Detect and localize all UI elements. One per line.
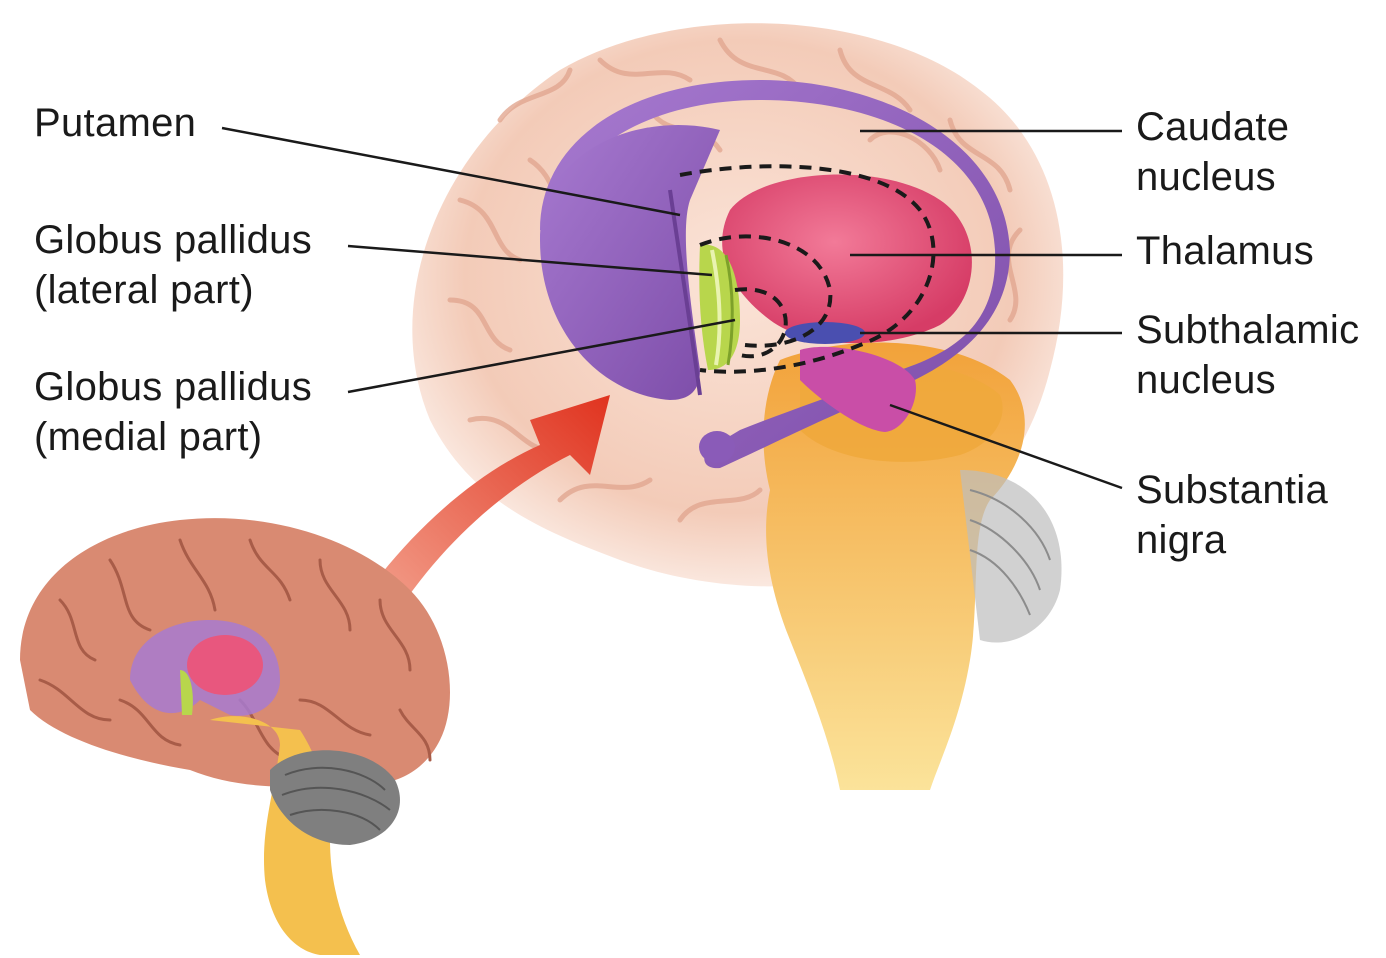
- label-caudate-nucleus: Caudate nucleus: [1136, 102, 1289, 202]
- label-caudate-line2: nucleus: [1136, 152, 1289, 202]
- label-substantia-line1: Substantia: [1136, 465, 1328, 515]
- label-substantia-line2: nigra: [1136, 515, 1328, 565]
- small-brain: [20, 518, 450, 955]
- label-globus-pallidus-lateral: Globus pallidus (lateral part): [34, 215, 312, 315]
- label-globus-lateral-line2: (lateral part): [34, 265, 312, 315]
- subthalamic-shape: [785, 322, 865, 344]
- label-subthalamic-nucleus: Subthalamic nucleus: [1136, 305, 1359, 405]
- label-globus-pallidus-medial: Globus pallidus (medial part): [34, 362, 312, 462]
- label-globus-medial-line2: (medial part): [34, 412, 312, 462]
- label-subthalamic-line2: nucleus: [1136, 355, 1359, 405]
- label-subthalamic-line1: Subthalamic: [1136, 305, 1359, 355]
- label-putamen-line1: Putamen: [34, 98, 196, 148]
- label-thalamus-line1: Thalamus: [1136, 226, 1314, 276]
- label-substantia-nigra: Substantia nigra: [1136, 465, 1328, 565]
- label-caudate-line1: Caudate: [1136, 102, 1289, 152]
- label-putamen: Putamen: [34, 98, 196, 148]
- label-globus-medial-line1: Globus pallidus: [34, 362, 312, 412]
- large-cerebellum: [960, 470, 1062, 643]
- label-globus-lateral-line1: Globus pallidus: [34, 215, 312, 265]
- label-thalamus: Thalamus: [1136, 226, 1314, 276]
